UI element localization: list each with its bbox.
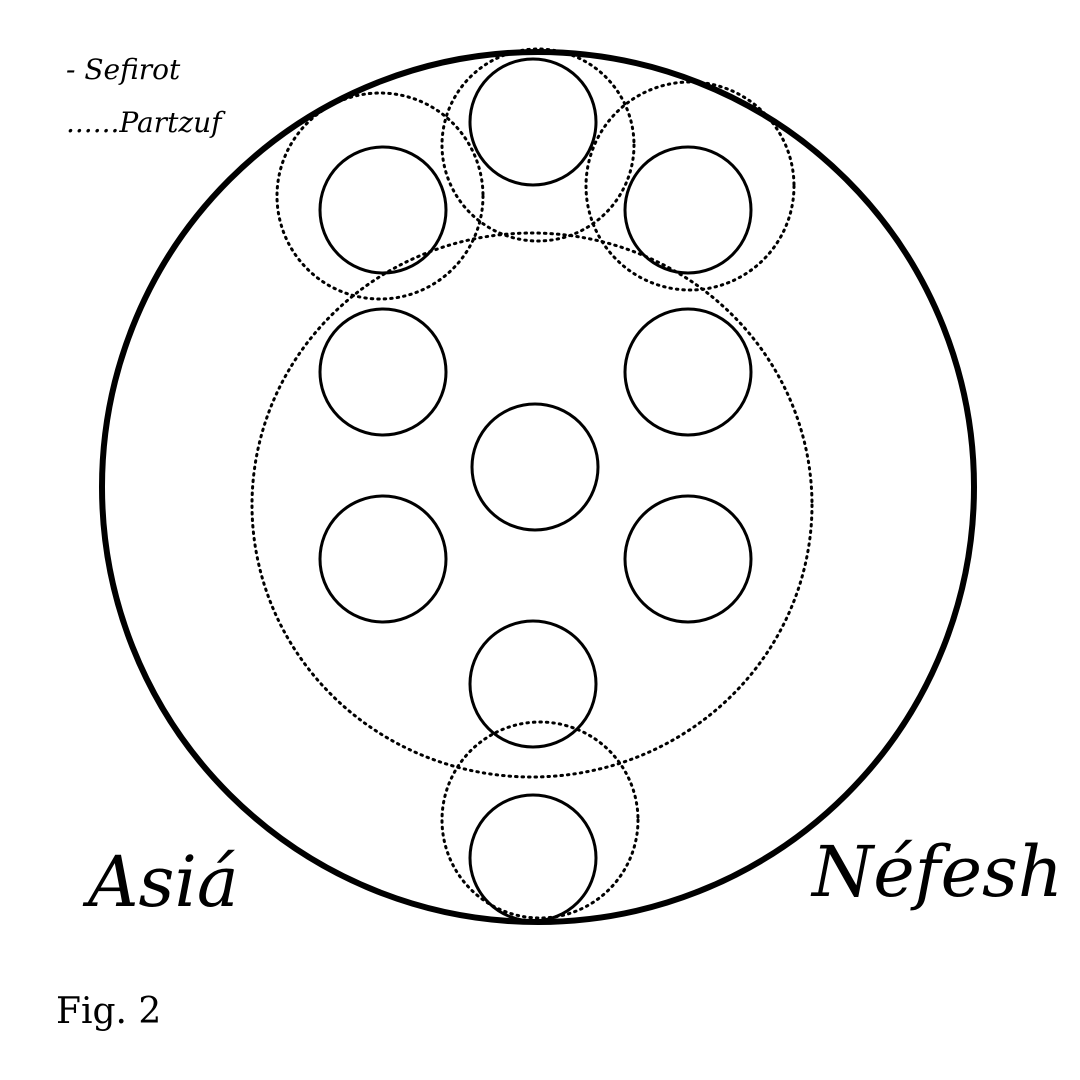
sefira-circle [623, 494, 753, 624]
soul-level-label: Néfesh [810, 831, 1063, 913]
world-label: Asiá [82, 841, 239, 923]
partzuf-circle-upper-right [584, 80, 796, 292]
sefira-circle [468, 619, 598, 749]
sefira-circle [318, 494, 448, 624]
sefira-circle [318, 307, 448, 437]
partzuf-circle-upper-left [275, 91, 485, 301]
sefirot-group [318, 57, 753, 923]
legend-partzuf: ......Partzuf [66, 106, 226, 139]
outer-world-circle [99, 49, 977, 925]
partzuf-circle-top [440, 47, 636, 243]
figure-caption: Fig. 2 [56, 991, 161, 1032]
partzuf-group [250, 47, 814, 920]
legend-sefirot: - Sefirot [66, 53, 181, 86]
sefira-circle [468, 57, 598, 187]
sefira-circle [470, 402, 600, 532]
partzuf-circle-central [250, 231, 814, 779]
sefira-circle [623, 145, 753, 275]
sefira-circle [468, 793, 598, 923]
partzuf-circle-bottom [440, 720, 640, 920]
sefira-circle [623, 307, 753, 437]
sefira-circle [318, 145, 448, 275]
